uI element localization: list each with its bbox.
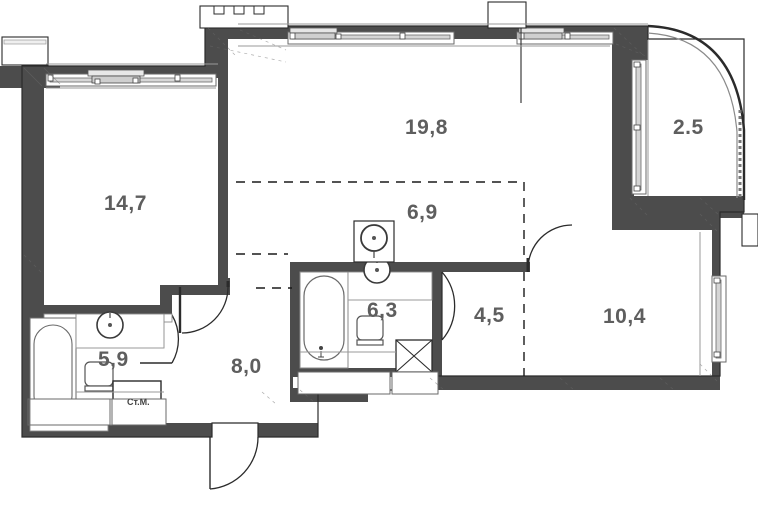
thin-detail-lines <box>46 23 701 376</box>
door-entrance-arc <box>209 436 259 490</box>
balcony-inner-arc <box>647 32 738 198</box>
floor-living <box>228 39 612 262</box>
bath1-floorbox-1 <box>27 398 111 426</box>
door-bath2-arc <box>441 271 456 341</box>
window-living-right <box>516 27 614 45</box>
hatch-balcony-bot <box>629 197 721 217</box>
sink-1-drain <box>108 323 112 327</box>
window-living-left <box>287 27 455 45</box>
window-sill-left-outside <box>1 36 49 66</box>
area-label-bathroom-1: 5,9 <box>98 348 129 371</box>
hatch-tl <box>23 67 61 87</box>
bath1-floorbox-2 <box>111 398 167 426</box>
label-washing-machine: Ст.М. <box>127 397 150 407</box>
hatch-br <box>699 213 719 383</box>
hatch-entry <box>261 389 315 405</box>
toilet-1-base <box>84 385 114 392</box>
window-balcony-door <box>631 59 647 195</box>
wall-kitchen-bottom <box>290 262 530 272</box>
sink-2-drain <box>375 268 379 272</box>
kitchen-sink-drain <box>372 236 376 240</box>
area-label-hall: 8,0 <box>231 355 262 378</box>
wall-living-right <box>612 26 634 216</box>
dash-kitchen-zone <box>236 181 525 262</box>
window-bedroom2 <box>711 275 727 363</box>
balcony-curve <box>647 24 746 200</box>
zone-dashed-lines <box>236 181 525 376</box>
floor-bedroom-2 <box>530 230 712 376</box>
area-label-balcony: 2.5 <box>673 116 704 139</box>
bath2-lowbox-2 <box>391 371 439 395</box>
bathtub-2-drain <box>319 346 323 350</box>
bathtub-2-inner <box>303 275 345 361</box>
area-label-kitchen: 6,9 <box>407 201 438 224</box>
wall-bottom-right <box>420 376 720 390</box>
balcony-outer-arc <box>647 24 746 200</box>
floor-hall <box>172 295 290 423</box>
wall-entry-right <box>258 423 318 437</box>
floor-bedroom-1 <box>44 88 218 285</box>
fixtures-bathroom-2 <box>297 256 439 395</box>
area-label-bedroom-2: 10,4 <box>603 305 646 328</box>
hatch-living-tr <box>613 27 647 57</box>
area-label-corridor: 4,5 <box>474 304 505 327</box>
area-label-bathroom-2: 6,3 <box>367 299 398 322</box>
floor-balcony <box>648 39 744 196</box>
door-bath1-arc <box>171 314 179 364</box>
parapet-notched-top <box>199 5 289 29</box>
window-bedroom1 <box>45 69 217 87</box>
wall-detail-shading <box>23 27 721 405</box>
wall-bath2-left <box>290 262 300 377</box>
door-bedroom1-arc <box>181 286 229 334</box>
hatch-bottom <box>429 377 675 391</box>
bath1-lowbox-1 <box>29 424 109 432</box>
shower-niche-x <box>395 339 433 373</box>
area-label-living-room: 19,8 <box>405 116 448 139</box>
wall-bedroom1-bottom <box>160 285 230 295</box>
floor-corridor <box>442 272 530 376</box>
fixtures-bathroom-1 <box>27 311 173 432</box>
fixtures-kitchen <box>353 220 395 263</box>
toilet-2-base <box>356 339 384 346</box>
bath2-vanity <box>347 271 433 301</box>
area-label-bedroom-1: 14,7 <box>104 192 147 215</box>
hatch-left-mid <box>23 254 43 274</box>
bath2-lowbox-1 <box>297 371 391 395</box>
bath1-counter-a <box>29 398 113 426</box>
wall-bedroom1-right <box>218 62 228 285</box>
window-sill-right-outside <box>741 213 758 247</box>
wall-bath2-right <box>432 262 442 377</box>
hatch-living-tl <box>207 27 287 63</box>
wall-bath1-top <box>22 305 172 314</box>
